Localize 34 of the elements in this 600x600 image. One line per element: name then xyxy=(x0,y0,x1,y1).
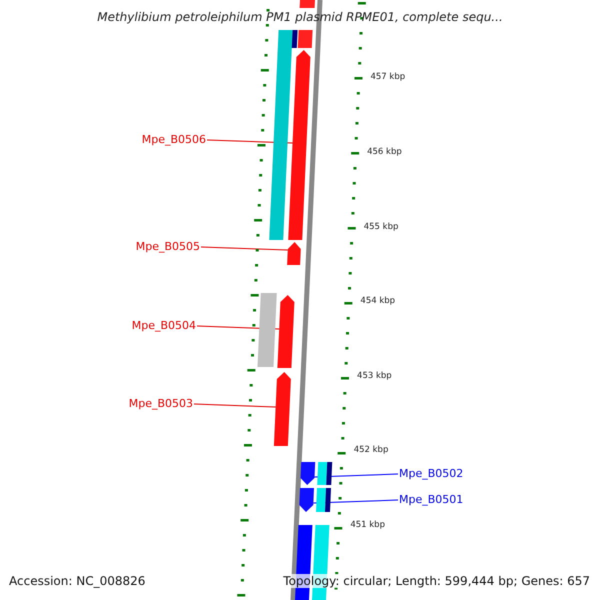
gene-bar xyxy=(269,30,293,240)
gene-bar xyxy=(277,295,294,368)
leader-line xyxy=(314,474,398,478)
scale-label: 455 kbp xyxy=(364,222,398,232)
gene-bar xyxy=(287,242,301,265)
gene-bar xyxy=(258,293,277,367)
summary-text: Topology: circular; Length: 599,444 bp; Genes: 657 xyxy=(283,574,590,588)
leader-line xyxy=(194,404,276,408)
gene-label: Mpe_B0501 xyxy=(399,493,464,506)
scale-label: 451 kbp xyxy=(350,520,385,530)
gene-label: Mpe_B0502 xyxy=(399,467,464,480)
gene-bar xyxy=(316,488,326,512)
gene-bar xyxy=(300,0,315,8)
scale-label: 456 kbp xyxy=(367,147,402,157)
gene-label: Mpe_B0503 xyxy=(128,397,193,410)
gene-bar xyxy=(325,488,331,512)
scale-label: 454 kbp xyxy=(360,296,396,306)
gene-label: Mpe_B0506 xyxy=(142,133,206,146)
scale-label: 453 kbp xyxy=(357,371,392,381)
scale-label: 457 kbp xyxy=(370,72,406,82)
gene-bar xyxy=(326,462,332,485)
scale-label: 452 kbp xyxy=(354,445,388,455)
gene-bar xyxy=(288,50,310,240)
accession-text: Accession: NC_008826 xyxy=(9,574,146,588)
leader-line xyxy=(200,246,288,250)
gene-label: Mpe_B0505 xyxy=(136,240,200,253)
gene-bar xyxy=(300,462,316,485)
gene-bar xyxy=(298,30,313,48)
leader-line xyxy=(313,500,398,504)
gene-bar xyxy=(299,488,314,512)
gene-label: Mpe_B0504 xyxy=(132,319,196,332)
gene-bar xyxy=(274,372,291,446)
map-title: Methylibium petroleiphilum PM1 plasmid RPME01, complete sequ... xyxy=(96,10,504,24)
gene-bar xyxy=(317,462,328,485)
